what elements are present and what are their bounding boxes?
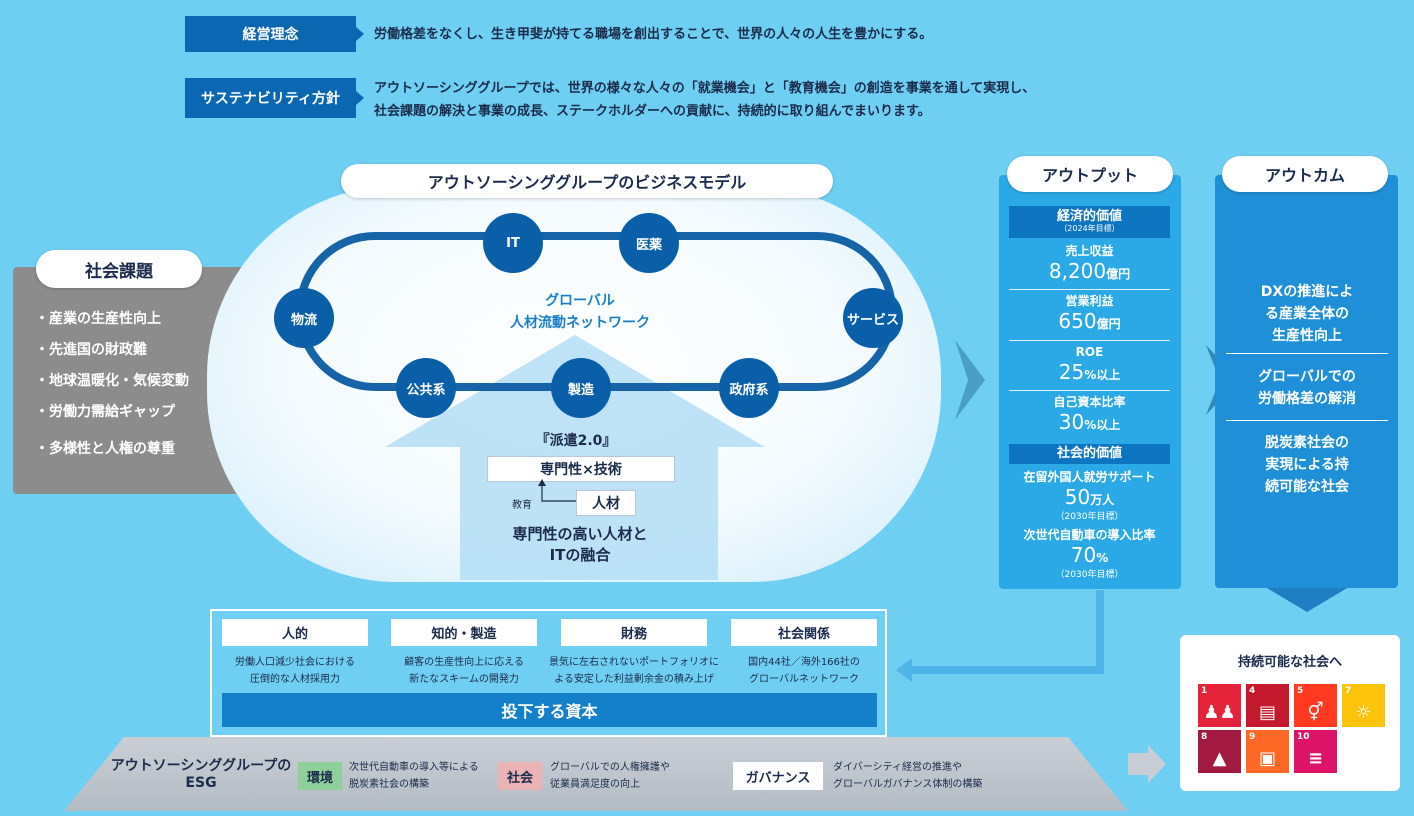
sdg-goal-5: 5⚥ — [1294, 684, 1337, 727]
expertise-box: 専門性×技術 — [487, 456, 675, 482]
capital-desc-financial: 景気に左右されないポートフォリオによる安定した利益剰余金の積み上げ — [549, 657, 719, 685]
policy-label: サステナビリティ方針 — [185, 78, 364, 118]
invested-capital-bar: 投下する資本 — [222, 693, 877, 727]
esg-environment-tag: 環境 — [298, 762, 342, 790]
separator — [1009, 390, 1170, 391]
separator — [1009, 289, 1170, 290]
outcome-labor-gap: グローバルでの労働格差の解消 — [1258, 369, 1356, 407]
haken-label: 『派遣2.0』 — [535, 433, 617, 449]
book-icon: ▤ — [1258, 702, 1276, 723]
issue-item: ・先進国の財政難 — [35, 342, 147, 358]
node-government: 政府系 — [719, 358, 779, 418]
education-arrow — [538, 479, 577, 502]
capital-desc-social: 国内44社／海外166社のグローバルネットワーク — [748, 657, 860, 685]
outcome-title: アウトカム — [1222, 156, 1388, 192]
metric-operating-profit: 営業利益 650億円 — [1058, 294, 1121, 333]
outcome-dx: DXの推進による産業全体の生産性向上 — [1260, 284, 1354, 344]
sdg-goal-10: 10≡ — [1294, 730, 1337, 773]
growth-chart-icon: ▲ — [1212, 748, 1227, 769]
esg-title: アウトソーシンググループの ESG — [110, 758, 292, 791]
philosophy-text: 労働格差をなくし、生き甲斐が持てる職場を創出することで、世界の人々の人生を豊かに… — [374, 27, 933, 42]
issue-item: ・労働力需給ギャップ — [35, 404, 175, 420]
node-it: IT — [483, 213, 543, 273]
esg-social-desc: グローバルでの人権擁護や従業員満足度の向上 — [550, 762, 670, 790]
sdg-goal-8: 8▲ — [1198, 730, 1241, 773]
sdgs-title: 持続可能な社会へ — [1237, 655, 1342, 670]
business-model-title: アウトソーシンググループのビジネスモデル — [341, 164, 833, 198]
gender-icon: ⚥ — [1307, 702, 1324, 723]
node-manufacturing: 製造 — [551, 358, 611, 418]
metric-roe: ROE 25%以上 — [1058, 345, 1121, 384]
separator — [1009, 340, 1170, 341]
capital-section: 人的 知的・製造 財務 社会関係 労働人口減少社会における圧倒的な人材採用力 顧… — [210, 609, 887, 737]
separator — [1226, 353, 1388, 354]
education-label: 教育 — [512, 500, 532, 511]
node-public: 公共系 — [396, 358, 456, 418]
philosophy-label: 経営理念 — [185, 16, 364, 52]
outcome-decarbon: 脱炭素社会の実現による持続可能な社会 — [1265, 435, 1349, 495]
outcome-column — [1215, 175, 1398, 588]
equality-icon: ≡ — [1307, 748, 1324, 769]
social-issues-title: 社会課題 — [36, 250, 202, 288]
cubes-icon: ▣ — [1258, 748, 1276, 769]
separator — [1226, 420, 1388, 421]
metric-sales: 売上収益 8,200億円 — [1048, 244, 1131, 283]
sdg-goal-4: 4▤ — [1246, 684, 1289, 727]
social-value-head: 社会的価値 — [1009, 444, 1170, 464]
policy-text-line-1: アウトソーシンググループでは、世界の様々な人々の「就業機会」と「教育機会」の創造… — [374, 81, 1036, 96]
sdg-goal-1: 1♟♟ — [1198, 684, 1241, 727]
node-service: サービス — [843, 288, 903, 348]
esg-band — [64, 737, 1128, 811]
issue-item: ・地球温暖化・気候変動 — [35, 373, 189, 389]
capital-head-financial: 財務 — [561, 619, 707, 646]
metric-equity-ratio: 自己資本比率 30%以上 — [1053, 395, 1126, 434]
economic-value-head: 経済的価値 （2024年目標） — [1009, 206, 1170, 238]
node-logistics: 物流 — [274, 288, 334, 348]
issue-item: ・多様性と人権の尊重 — [35, 441, 175, 457]
capital-desc-human: 労働人口減少社会における圧倒的な人材採用力 — [235, 657, 355, 685]
capital-desc-intellectual: 顧客の生産性向上に応える新たなスキームの開発力 — [404, 657, 524, 685]
issue-item: ・産業の生産性向上 — [35, 311, 161, 327]
esg-social-tag: 社会 — [498, 762, 542, 790]
esg-environment-desc: 次世代自動車の導入等による脱炭素社会の構築 — [349, 762, 479, 790]
fusion-label: 専門性の高い人材と ITの融合 — [512, 525, 648, 564]
capital-head-social: 社会関係 — [731, 619, 877, 646]
output-title: アウトプット — [1007, 156, 1173, 192]
family-icon: ♟♟ — [1203, 702, 1236, 723]
talent-box: 人材 — [576, 490, 636, 516]
sdg-goal-9: 9▣ — [1246, 730, 1289, 773]
capital-head-human: 人的 — [222, 619, 368, 646]
esg-governance-desc: ダイバーシティ経営の推進やグローバルガバナンス体制の構築 — [833, 762, 983, 790]
network-label: グローバル 人材流動ネットワーク — [510, 293, 650, 331]
node-medical: 医薬 — [619, 213, 679, 273]
esg-governance-tag: ガバナンス — [733, 762, 823, 790]
policy-text-line-2: 社会課題の解決と事業の成長、ステークホルダーへの貢献に、持続的に取り組んでまいり… — [374, 104, 931, 119]
sdg-goal-7: 7☼ — [1342, 684, 1385, 727]
sun-icon: ☼ — [1355, 702, 1372, 723]
social-issues-panel: ・産業の生産性向上 ・先進国の財政難 ・地球温暖化・気候変動 ・労働力需給ギャッ… — [13, 267, 245, 494]
capital-head-intellectual: 知的・製造 — [391, 619, 537, 646]
metric-foreign-support: 在留外国人就労サポート 50万人 （2030年目標） — [1023, 470, 1156, 522]
output-column — [999, 175, 1181, 589]
metric-ev-ratio: 次世代自動車の導入比率 70% （2030年目標） — [1023, 528, 1156, 580]
